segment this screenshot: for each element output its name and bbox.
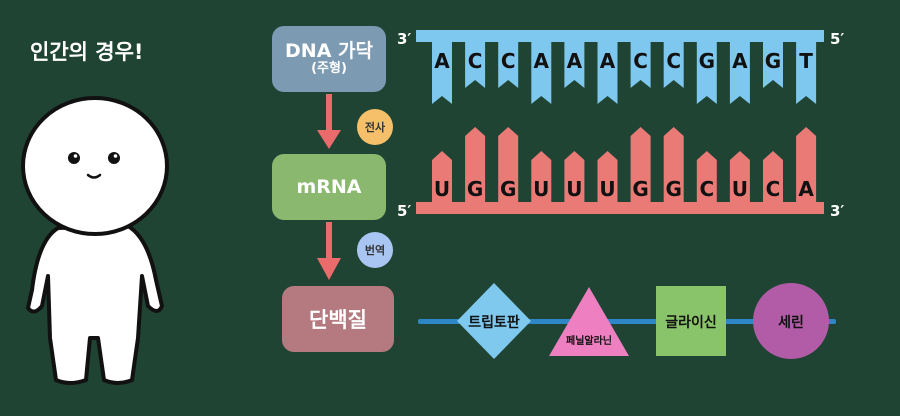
amino-acid-label: 트립토판 bbox=[468, 314, 520, 331]
mrna-base-letter: G bbox=[467, 177, 483, 201]
person-body bbox=[21, 96, 169, 385]
mrna-base-tab bbox=[432, 151, 452, 202]
heading: 인간의 경우! bbox=[30, 40, 144, 64]
amino-acid-label: 페닐알라닌 bbox=[566, 335, 612, 347]
mrna-base-letter: G bbox=[500, 177, 516, 201]
mrna-base-letter: C bbox=[766, 177, 781, 201]
amino-acid-shape-circle bbox=[753, 283, 829, 359]
dna-base-letter: T bbox=[799, 49, 813, 73]
mrna-box: mRNA bbox=[272, 154, 386, 220]
mrna-base-tab bbox=[597, 151, 618, 202]
amino-acid-label: 세린 bbox=[778, 314, 804, 331]
protein-box: 단백질 bbox=[282, 286, 394, 352]
dna-base-tab bbox=[531, 42, 552, 104]
dna-base-tab bbox=[630, 42, 651, 88]
mrna-base-tab bbox=[696, 151, 717, 202]
translation-badge: 번역 bbox=[357, 232, 393, 268]
dna-base-tab bbox=[597, 42, 618, 104]
dna-backbone bbox=[416, 30, 824, 42]
mrna-base-tab bbox=[729, 151, 750, 202]
mrna-base-letter: U bbox=[732, 177, 748, 201]
mrna-base-letter: G bbox=[632, 177, 648, 201]
dna-strand-label: DNA 가닥 bbox=[285, 39, 373, 62]
mrna-base-tab bbox=[465, 127, 486, 202]
dna-strand-sublabel: (주형) bbox=[311, 61, 347, 77]
translation-arrow bbox=[317, 222, 341, 280]
dna-base-letter: A bbox=[600, 49, 616, 73]
dna-base-letter: C bbox=[666, 49, 681, 73]
dna-base-tab bbox=[763, 42, 783, 88]
mrna-backbone bbox=[416, 202, 824, 214]
mrna-base-tab bbox=[663, 127, 684, 202]
amino-acid-shape-triangle bbox=[549, 287, 629, 356]
dna-base-tab bbox=[498, 42, 519, 88]
mrna-base-letter: U bbox=[566, 177, 582, 201]
dna-base-letter: A bbox=[434, 49, 450, 73]
dna-base-letter: G bbox=[699, 49, 715, 73]
dna-base-tab bbox=[465, 42, 486, 88]
dna-base-tab bbox=[796, 42, 817, 104]
amino-acid-label: 글라이신 bbox=[665, 314, 717, 331]
dna-base-letter: C bbox=[633, 49, 648, 73]
mrna-base-letter: A bbox=[798, 177, 814, 201]
mrna-base-tab bbox=[564, 151, 585, 202]
dna-base-letter: C bbox=[501, 49, 516, 73]
mrna-base-letter: G bbox=[665, 177, 681, 201]
mrna-left-end: 5′ bbox=[397, 202, 411, 220]
mrna-base-tab bbox=[498, 127, 519, 202]
dna-base-tab bbox=[564, 42, 585, 88]
mrna-base-tab bbox=[763, 151, 783, 202]
mrna-base-tab bbox=[796, 127, 817, 202]
dna-base-letter: C bbox=[468, 49, 483, 73]
protein-label: 단백질 bbox=[309, 308, 367, 332]
mrna-base-letter: U bbox=[434, 177, 450, 201]
dna-base-letter: A bbox=[567, 49, 583, 73]
transcription-arrow bbox=[317, 94, 341, 149]
mrna-base-letter: U bbox=[599, 177, 615, 201]
dna-base-tab bbox=[696, 42, 717, 104]
dna-strand-box: DNA 가닥 (주형) bbox=[272, 26, 386, 92]
dna-base-tab bbox=[432, 42, 452, 104]
mrna-base-letter: C bbox=[699, 177, 714, 201]
dna-right-end: 5′ bbox=[830, 30, 844, 48]
dna-base-letter: A bbox=[732, 49, 748, 73]
dna-base-letter: G bbox=[765, 49, 781, 73]
person-left-eye bbox=[68, 152, 80, 164]
mrna-label: mRNA bbox=[296, 176, 362, 198]
mrna-base-tab bbox=[630, 127, 651, 202]
amino-acid-shape-square bbox=[656, 286, 726, 356]
mrna-base-letter: U bbox=[533, 177, 549, 201]
dna-base-tab bbox=[729, 42, 750, 104]
person-illustration bbox=[21, 96, 169, 385]
mrna-base-tab bbox=[531, 151, 552, 202]
transcription-badge: 전사 bbox=[357, 109, 393, 145]
dna-left-end: 3′ bbox=[397, 30, 411, 48]
mrna-right-end: 3′ bbox=[830, 202, 844, 220]
person-smile bbox=[86, 173, 102, 179]
amino-acid-shape-diamond bbox=[457, 283, 531, 359]
person-right-eye bbox=[108, 152, 120, 164]
dna-base-tab bbox=[663, 42, 684, 88]
dna-base-letter: A bbox=[534, 49, 550, 73]
